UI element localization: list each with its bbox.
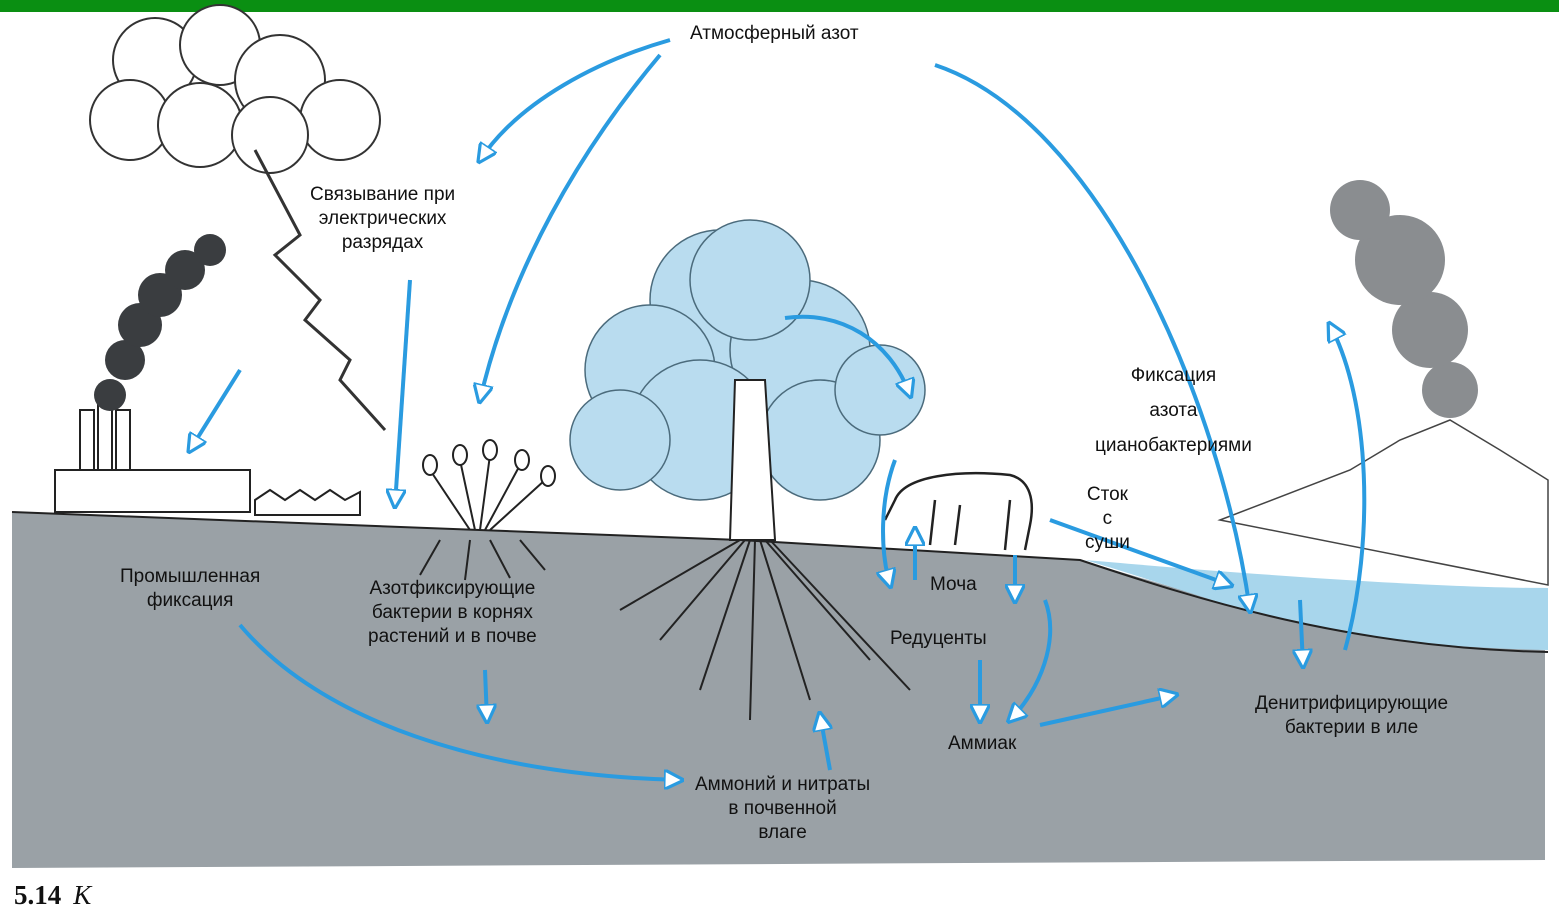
label-electrical-fixation: Связывание при электрических разрядах [310, 183, 455, 255]
label-atmospheric-nitrogen: Атмосферный азот [690, 22, 859, 46]
label-ammonium-nitrates: Аммоний и нитраты в почвенной влаге [695, 773, 870, 845]
arrow-electric-down [395, 280, 410, 505]
label-denitrifying-bacteria: Денитрифицирующие бактерии в иле [1255, 692, 1448, 740]
label-cyanobacteria-fixation: Фиксация азота цианобактериями [1095, 358, 1252, 463]
label-runoff: Сток с суши [1085, 483, 1130, 555]
figure-caption: 5.14 К [14, 880, 91, 911]
arrow-to-factory [190, 370, 240, 450]
volcano [1220, 420, 1548, 585]
label-ammonia: Аммиак [948, 732, 1016, 756]
label-urine: Моча [930, 573, 977, 597]
factory-smoke [94, 234, 226, 411]
arrow-bacteria-down [485, 670, 487, 720]
horse [885, 473, 1032, 550]
label-nitrogen-fixing-bacteria: Азотфиксирующие бактерии в корнях растен… [368, 577, 537, 649]
label-decomposers: Редуценты [890, 627, 987, 651]
caption-number: 5.14 [14, 880, 61, 910]
storm-cloud [90, 5, 380, 173]
arrow-atm-to-electric [480, 40, 670, 160]
caption-text: К [73, 880, 91, 910]
label-industrial-fixation: Промышленная фиксация [120, 565, 260, 613]
